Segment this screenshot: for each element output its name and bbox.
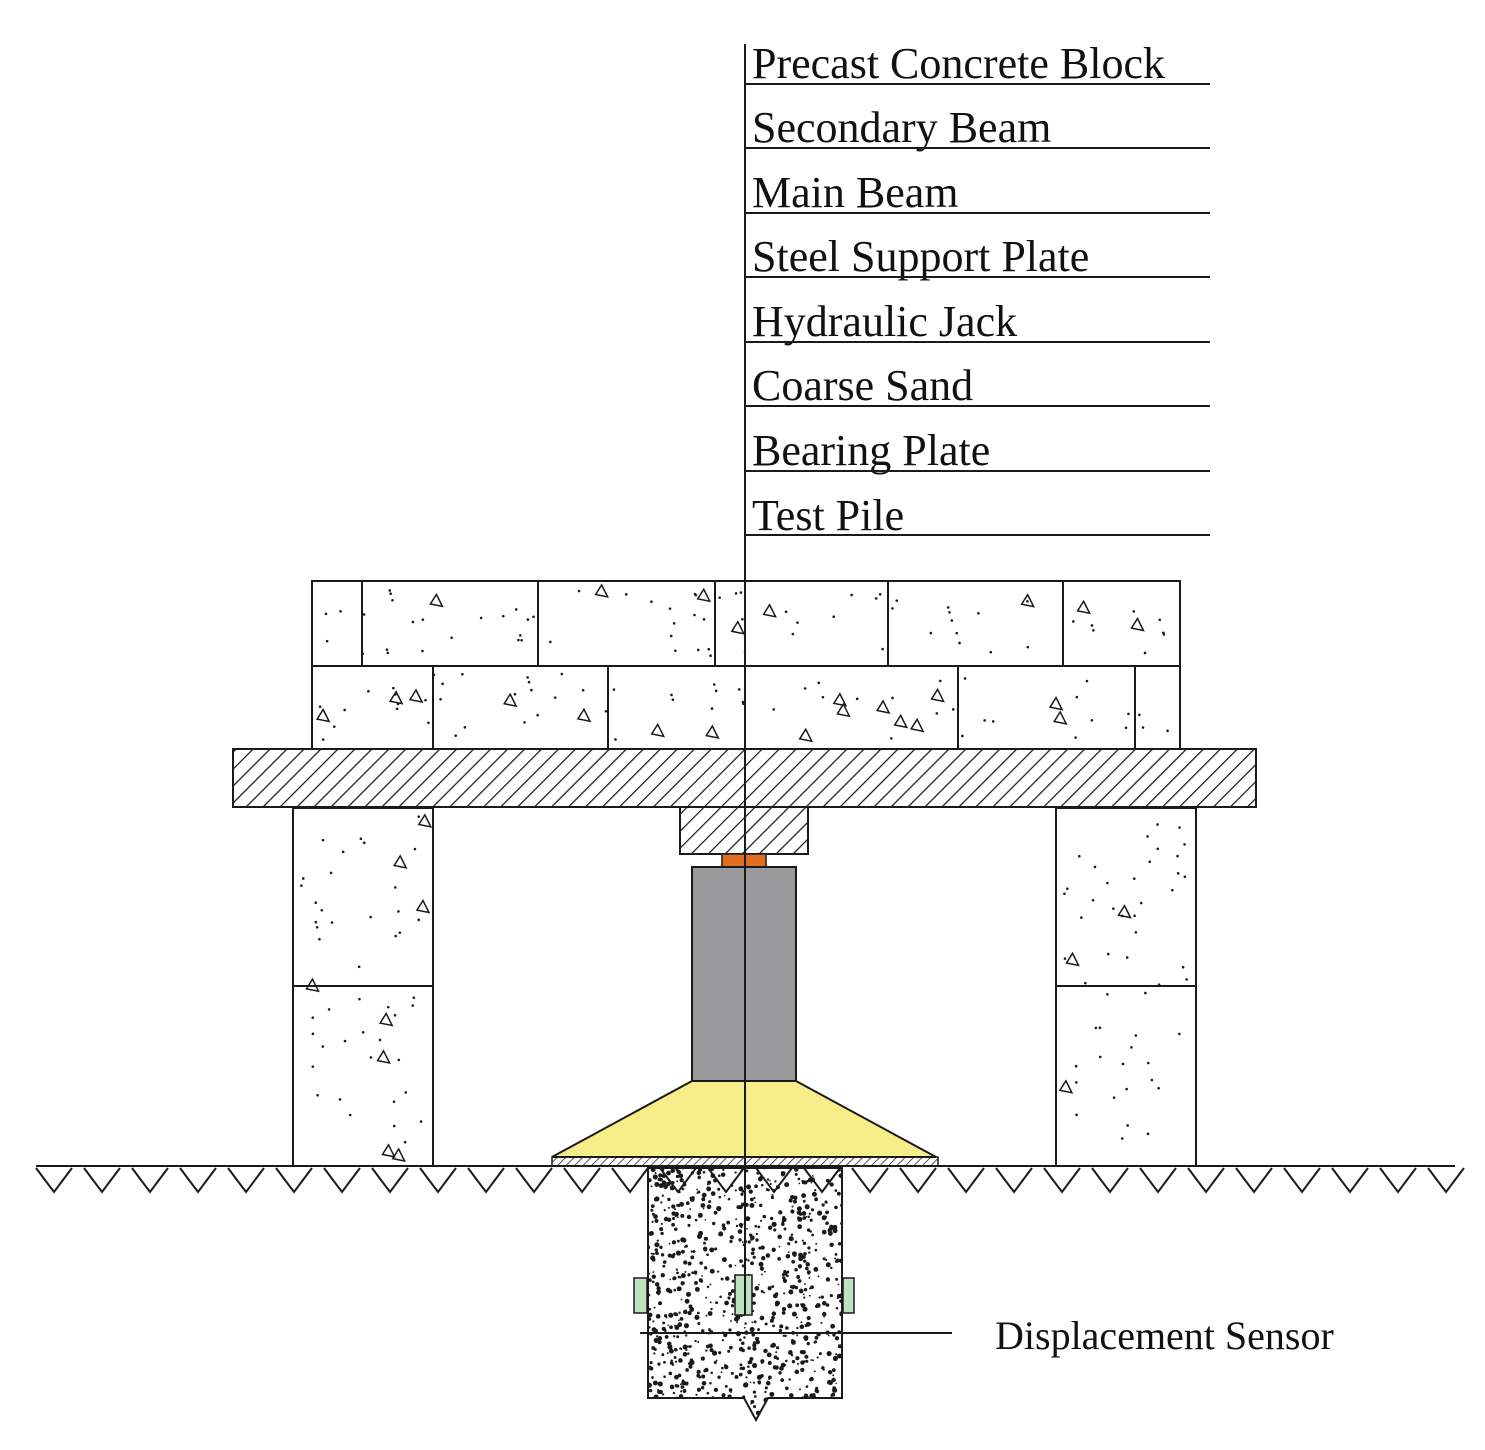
label-precast-concrete-block: Precast Concrete Block <box>752 39 1165 88</box>
label-secondary-beam: Secondary Beam <box>752 103 1051 152</box>
label-hydraulic-jack: Hydraulic Jack <box>752 297 1017 346</box>
label-displacement-sensor: Displacement Sensor <box>995 1313 1334 1358</box>
displacement-sensors: Displacement Sensor <box>633 1274 1334 1358</box>
right-support-column <box>1055 807 1197 1167</box>
label-main-beam: Main Beam <box>752 168 959 217</box>
label-steel-support-plate: Steel Support Plate <box>752 232 1089 281</box>
label-coarse-sand: Coarse Sand <box>752 361 973 410</box>
left-support-column <box>292 807 434 1167</box>
sensor-right <box>842 1277 855 1314</box>
label-bearing-plate: Bearing Plate <box>752 426 990 475</box>
label-stack: Precast Concrete Block Secondary Beam Ma… <box>745 39 1210 540</box>
concrete-texture <box>300 583 1188 1163</box>
sensor-center <box>734 1274 753 1316</box>
ground-line <box>35 1165 1465 1194</box>
label-test-pile: Test Pile <box>752 491 904 540</box>
sensor-left <box>633 1277 648 1314</box>
